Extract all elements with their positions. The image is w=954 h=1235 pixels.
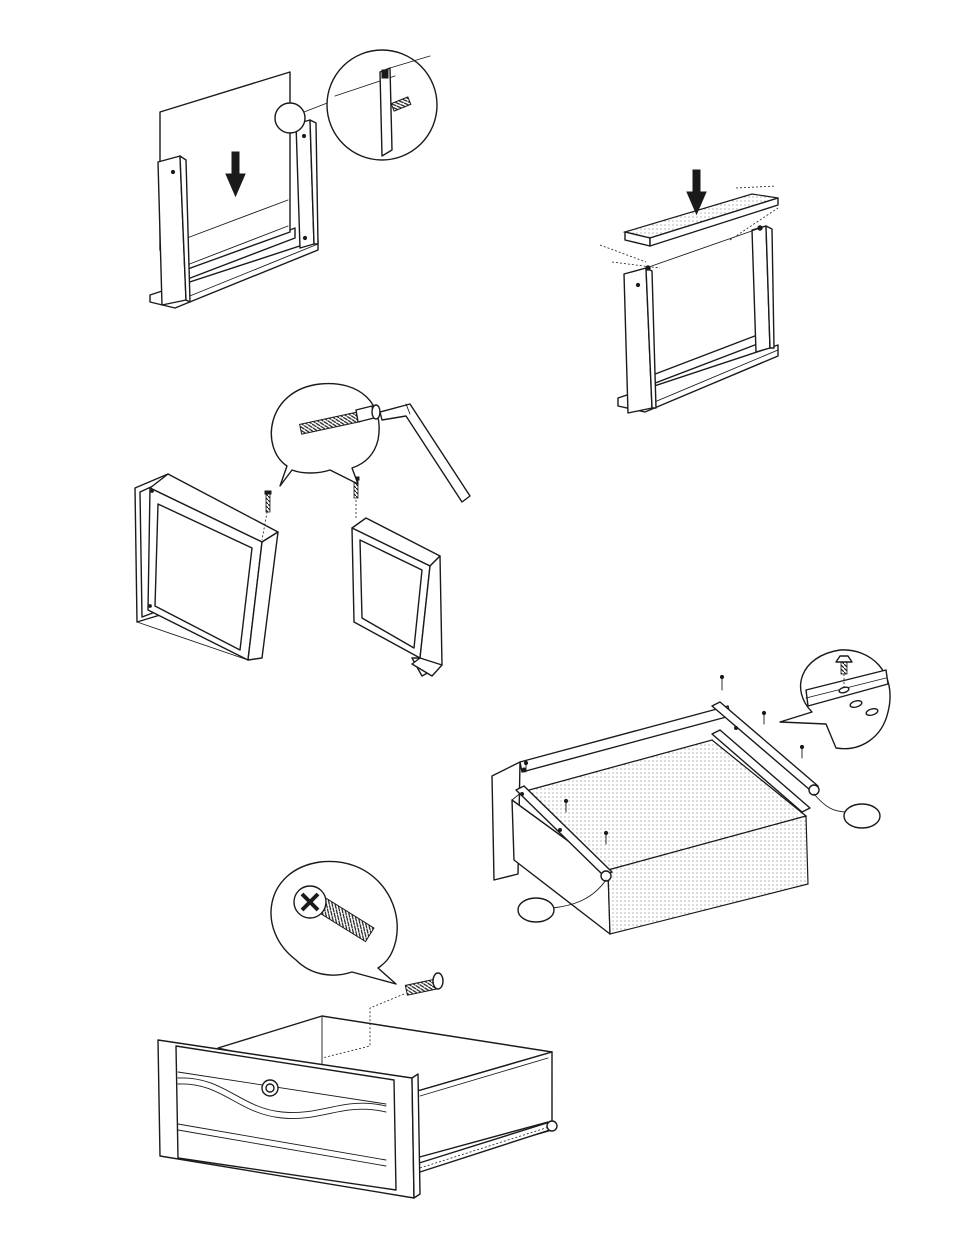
drawer-box-right <box>352 518 442 676</box>
left-side-post-2 <box>624 268 656 413</box>
detail-bubble <box>271 384 380 486</box>
allen-key-icon <box>380 404 470 502</box>
detail-bubble-3 <box>271 861 397 984</box>
left-side-post <box>158 156 190 305</box>
detail-bubble-2 <box>780 650 890 749</box>
step-drawer-slide-install <box>492 650 890 934</box>
drawer-knob-icon <box>262 1080 278 1096</box>
drawer-box-left <box>135 474 278 660</box>
step-back-panel-insert <box>150 50 437 308</box>
right-side-post-2 <box>752 226 774 352</box>
slide-callout-right <box>814 794 880 828</box>
down-arrow-icon-2 <box>687 170 706 214</box>
knob-screw-icon <box>405 973 443 995</box>
step-top-panel-install <box>600 170 778 413</box>
step-drawer-front-screw <box>158 861 557 1198</box>
step-drawer-frame-assembly <box>135 384 470 676</box>
right-side-post <box>296 120 318 248</box>
